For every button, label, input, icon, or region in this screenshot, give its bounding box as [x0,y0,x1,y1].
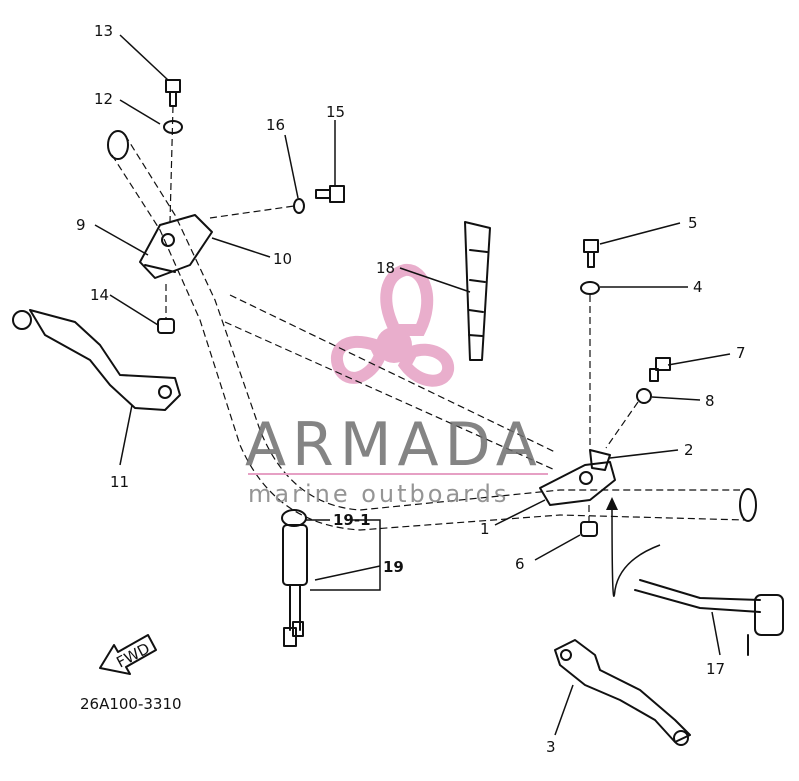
right-lever-holder [539,449,616,506]
engine-stop-switch [606,497,784,656]
label-15: 15 [326,103,345,121]
washer-8 [605,388,652,449]
leader-lines [94,34,731,736]
label-2: 2 [684,441,694,459]
label-12: 12 [94,90,113,108]
label-14: 14 [90,286,109,304]
catalog-number: 26A100-3310 [80,695,182,713]
label-18: 18 [376,259,395,277]
washer-4 [580,281,600,450]
bolt-13 [165,79,181,223]
bolt-5 [583,239,599,268]
watermark-subtitle: marine outboards [248,480,509,508]
nut-14 [157,284,175,334]
label-5: 5 [688,214,698,232]
label-19: 19 [383,558,404,576]
left-lever [12,309,181,411]
label-17: 17 [706,660,725,678]
part-labels: 13 12 16 15 9 10 14 11 18 5 4 7 8 2 1 6 … [76,22,746,756]
label-9: 9 [76,216,86,234]
forward-direction-arrow: FWD [99,634,157,675]
label-4: 4 [693,278,703,296]
label-16: 16 [266,116,285,134]
label-11: 11 [110,473,129,491]
label-8: 8 [705,392,715,410]
handlebar [107,130,757,531]
watermark-propeller-logo [330,264,454,387]
bolt-15 [315,185,345,203]
label-6: 6 [515,555,525,573]
bolt-7 [649,357,671,382]
label-10: 10 [273,250,292,268]
watermark: ARMADA marine outboards [245,410,548,508]
label-7: 7 [736,344,746,362]
nut-6 [580,505,598,537]
label-13: 13 [94,22,113,40]
right-lever [554,639,691,746]
washer-16 [209,198,305,219]
label-19-1: 19-1 [333,511,371,529]
washer-12 [163,120,183,134]
label-3: 3 [546,738,556,756]
cable-tie [464,221,491,361]
label-1: 1 [480,520,490,538]
left-lever-holder [139,214,213,279]
watermark-title: ARMADA [245,410,543,480]
start-switch [281,509,308,647]
